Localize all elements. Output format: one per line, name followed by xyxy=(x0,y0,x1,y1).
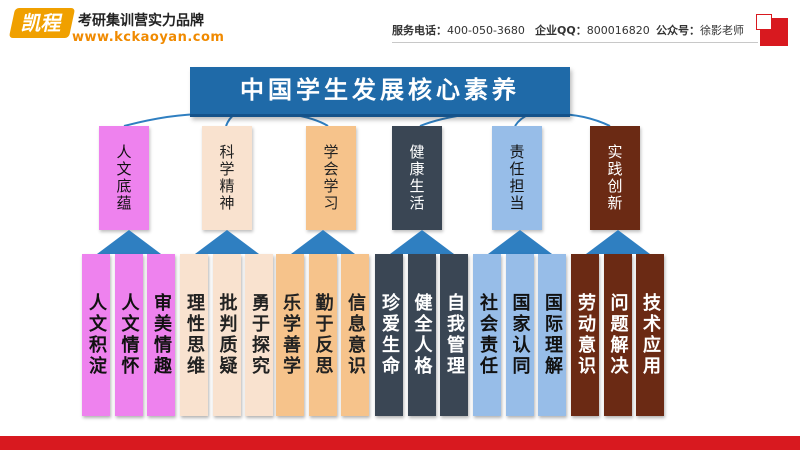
item-label: 自我管理 xyxy=(444,293,465,377)
item-6-2: 问题解决 xyxy=(603,254,632,416)
header: 凯程 考研集训营实力品牌 www.kckaoyan.com 服务电话：400-0… xyxy=(0,0,800,56)
item-4-1: 珍爱生命 xyxy=(375,254,403,416)
category-label: 健康生活 xyxy=(407,144,426,212)
header-divider xyxy=(392,42,758,43)
item-5-1: 社会责任 xyxy=(473,254,501,416)
group-connector-triangle xyxy=(96,230,161,254)
wechat-label: 公众号： xyxy=(656,24,700,37)
item-label: 珍爱生命 xyxy=(379,293,400,377)
item-label: 国际理解 xyxy=(542,293,563,377)
group-connector-triangle xyxy=(487,230,552,254)
item-label: 勇于探究 xyxy=(249,293,270,377)
category-label: 学会学习 xyxy=(321,144,340,212)
item-3-1: 乐学善学 xyxy=(276,254,304,416)
item-2-1: 理性思维 xyxy=(180,254,208,416)
service-phone-value: 400-050-3680 xyxy=(447,24,525,37)
company-qq-label: 企业QQ： xyxy=(535,24,587,37)
item-label: 社会责任 xyxy=(477,293,498,377)
item-label: 人文积淀 xyxy=(86,293,107,377)
item-label: 劳动意识 xyxy=(575,293,596,377)
group-connector-triangle xyxy=(290,230,355,254)
brand-url[interactable]: www.kckaoyan.com xyxy=(72,30,225,45)
item-2-3: 勇于探究 xyxy=(245,254,273,416)
item-label: 理性思维 xyxy=(184,293,205,377)
category-1: 人文底蕴 xyxy=(99,126,149,230)
group-connector-triangle xyxy=(194,230,259,254)
category-label: 实践创新 xyxy=(605,144,624,212)
company-qq: 企业QQ：800016820 xyxy=(535,22,650,38)
item-label: 批判质疑 xyxy=(216,293,238,377)
item-label: 健全人格 xyxy=(411,293,433,377)
category-label: 科学精神 xyxy=(217,144,236,212)
group-connector-triangle xyxy=(389,230,454,254)
corner-decoration-inner xyxy=(756,14,772,30)
item-6-1: 劳动意识 xyxy=(571,254,599,416)
category-6: 实践创新 xyxy=(590,126,640,230)
group-connector-triangle xyxy=(585,230,650,254)
wechat-account: 公众号：徐影老师 xyxy=(656,22,744,38)
item-1-1: 人文积淀 xyxy=(82,254,110,416)
wechat-value: 徐影老师 xyxy=(700,24,744,37)
diagram-title: 中国学生发展核心素养 xyxy=(190,67,570,117)
item-label: 勤于反思 xyxy=(312,293,334,377)
item-2-2: 批判质疑 xyxy=(212,254,241,416)
item-4-3: 自我管理 xyxy=(440,254,468,416)
item-label: 国家认同 xyxy=(509,293,531,377)
company-qq-value: 800016820 xyxy=(586,24,650,37)
item-label: 审美情趣 xyxy=(151,293,172,377)
item-label: 技术应用 xyxy=(640,293,661,377)
item-3-3: 信息意识 xyxy=(341,254,369,416)
item-6-3: 技术应用 xyxy=(636,254,664,416)
category-label: 责任担当 xyxy=(507,144,526,212)
item-3-2: 勤于反思 xyxy=(308,254,337,416)
service-phone: 服务电话：400-050-3680 xyxy=(392,22,525,38)
item-1-2: 人文情怀 xyxy=(114,254,143,416)
service-phone-label: 服务电话： xyxy=(392,24,447,37)
item-label: 问题解决 xyxy=(607,293,629,377)
item-5-3: 国际理解 xyxy=(538,254,566,416)
brand-slogan: 考研集训营实力品牌 xyxy=(78,13,204,29)
item-4-2: 健全人格 xyxy=(407,254,436,416)
item-label: 信息意识 xyxy=(345,293,366,377)
item-label: 乐学善学 xyxy=(280,293,301,377)
footer-bar xyxy=(0,436,800,450)
item-1-3: 审美情趣 xyxy=(147,254,175,416)
category-4: 健康生活 xyxy=(392,126,442,230)
item-5-2: 国家认同 xyxy=(505,254,534,416)
category-3: 学会学习 xyxy=(306,126,356,230)
category-label: 人文底蕴 xyxy=(114,144,133,212)
item-label: 人文情怀 xyxy=(118,293,140,377)
category-5: 责任担当 xyxy=(492,126,542,230)
category-2: 科学精神 xyxy=(202,126,252,230)
